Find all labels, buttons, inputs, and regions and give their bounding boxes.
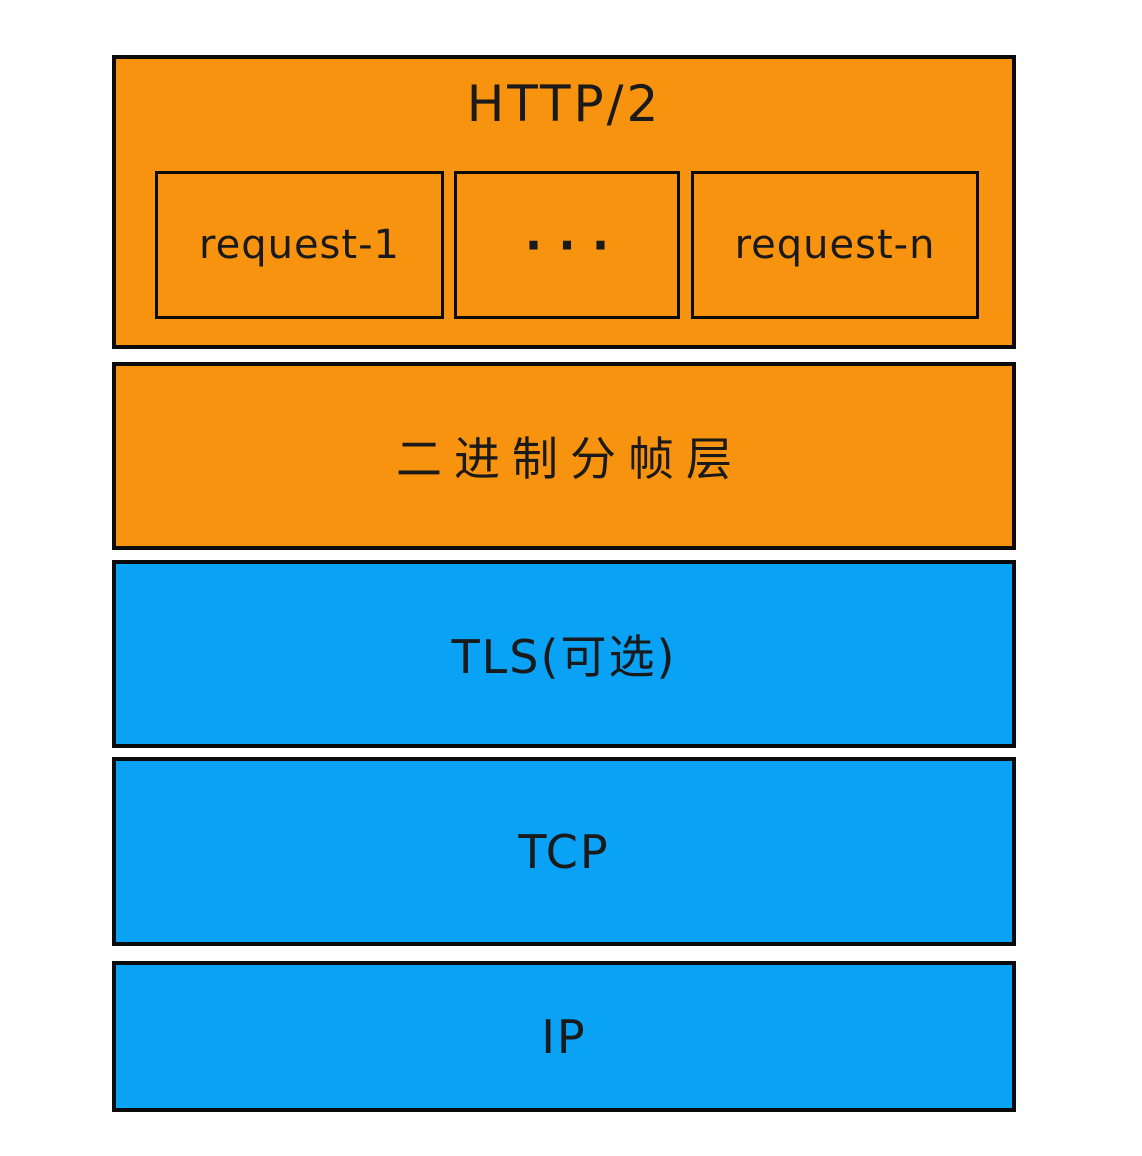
layer-http2: HTTP/2 request-1 ··· request-n [112, 55, 1016, 349]
request-ellipsis-box: ··· [454, 171, 680, 319]
layer-tls: TLS(可选) [112, 560, 1016, 748]
request-n-box: request-n [691, 171, 979, 319]
layer-ip: IP [112, 961, 1016, 1112]
layer-http2-title: HTTP/2 [466, 75, 662, 133]
request-1-box: request-1 [155, 171, 444, 319]
layer-binary-framing: 二进制分帧层 [112, 362, 1016, 550]
layer-binary-framing-label: 二进制分帧层 [396, 432, 744, 486]
layer-tcp-label: TCP [518, 824, 610, 879]
layer-tcp: TCP [112, 757, 1016, 946]
layer-tls-label: TLS(可选) [451, 630, 677, 684]
layer-ip-label: IP [541, 1009, 587, 1064]
